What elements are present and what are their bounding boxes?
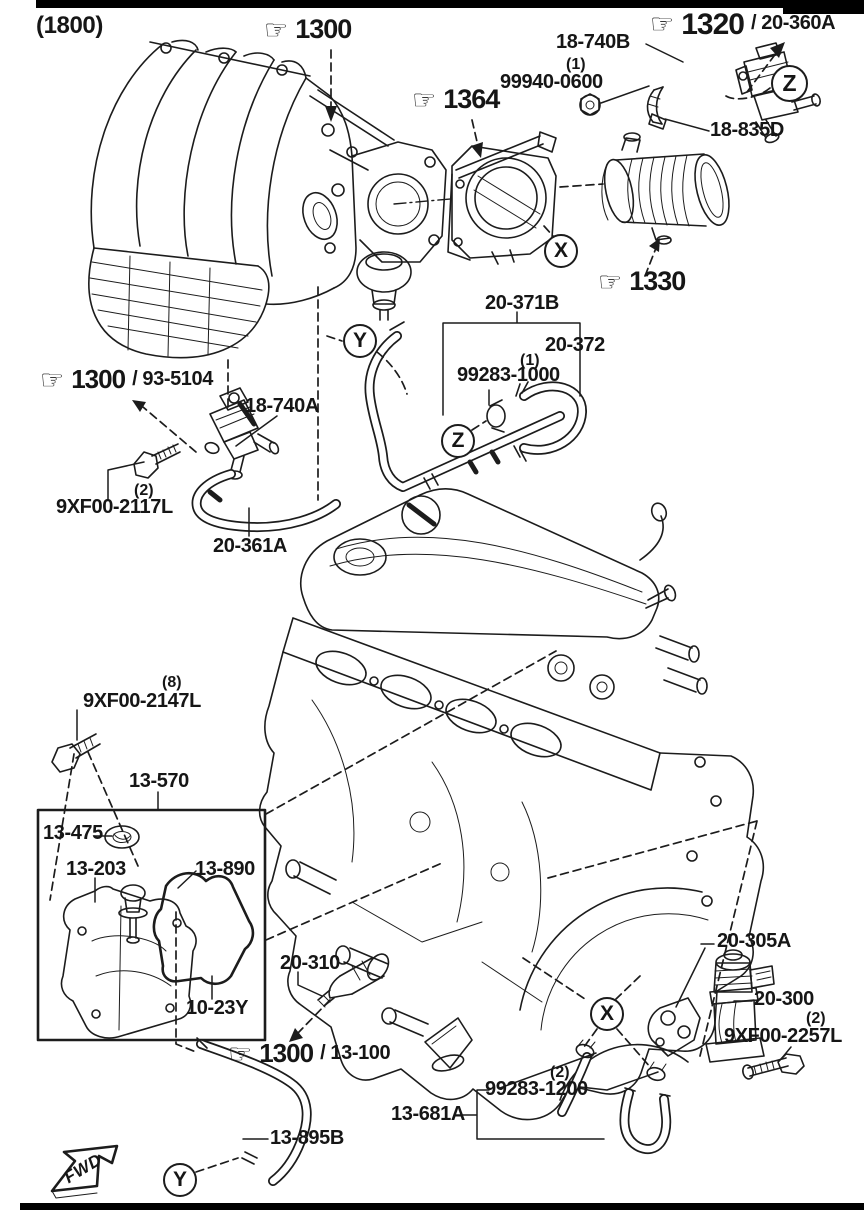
label-13-570: 13-570: [129, 770, 189, 792]
callout-ref: 1330: [629, 266, 686, 296]
label-18-740B: 18-740B: [556, 31, 630, 53]
vacuum-solenoid-18-740A: [204, 387, 280, 480]
scan-artifact-bars: [20, 0, 864, 1210]
label-20-300: 20-300: [754, 988, 814, 1010]
qty-9XF00-2147L: (8): [162, 674, 182, 691]
callout-1330: ☞ 1330: [598, 266, 686, 298]
callout-ref: 1300: [259, 1038, 314, 1068]
label-99283-1200: 99283-1200: [485, 1078, 588, 1100]
hose-20-371B: [364, 321, 565, 492]
hose-20-361A: [191, 469, 341, 533]
valve-cover: [299, 488, 677, 640]
callout-suffix: / 20-360A: [750, 12, 836, 34]
label-13-203: 13-203: [66, 858, 126, 880]
nut-99940-0600: [579, 93, 601, 116]
label-13-890: 13-890: [195, 858, 255, 880]
joint-99283-1000: [486, 399, 506, 465]
label-13-895B: 13-895B: [270, 1127, 344, 1149]
hoses-13-681A: [557, 1039, 672, 1154]
label-20-305A: 20-305A: [717, 930, 791, 952]
label-99940-0600: 99940-0600: [500, 71, 603, 93]
oil-separator-assembly: [36, 808, 267, 1042]
egr-valve-20-300: [705, 949, 775, 1063]
label-20-310: 20-310: [280, 952, 340, 974]
label-13-475: 13-475: [43, 822, 103, 844]
label-9XF00-2117L: 9XF00-2117L: [56, 496, 173, 518]
label-20-361A: 20-361A: [213, 535, 287, 557]
pointing-hand-icon: ☞: [228, 1039, 253, 1069]
leader-lines: [76, 43, 792, 1140]
qty-9XF00-2257L: (2): [806, 1010, 826, 1027]
callout-1364: ☞ 1364: [412, 84, 500, 116]
detail-marker-y-bottom: Y: [163, 1163, 197, 1197]
detail-marker-x-bottom: X: [590, 997, 624, 1031]
detail-marker-y-mid: Y: [343, 324, 377, 358]
label-9XF00-2257L: 9XF00-2257L: [724, 1025, 842, 1047]
hose-13-895B: [196, 1037, 312, 1186]
callout-ref: 1364: [443, 84, 500, 114]
callout-ref: 1300: [71, 364, 126, 394]
label-10-23Y: 10-23Y: [186, 997, 249, 1019]
detail-marker-z-mid: Z: [441, 424, 475, 458]
callout-suffix: / 93-5104: [132, 368, 213, 390]
callout-1300-top: ☞ 1300: [264, 14, 352, 46]
callout-1320: ☞ 1320 / 20-360A: [650, 8, 836, 41]
label-18-835D: 18-835D: [710, 119, 784, 141]
hose-20-372: [513, 381, 587, 462]
detail-marker-x-top: X: [544, 234, 578, 268]
bolt-9XF00-2257L: [742, 1053, 805, 1080]
label-18-740A: 18-740A: [245, 395, 319, 417]
detail-marker-z-top: Z: [771, 65, 808, 102]
label-13-681A: 13-681A: [391, 1103, 465, 1125]
gasket-20-305A: [647, 997, 701, 1057]
pointing-hand-icon: ☞: [264, 15, 289, 45]
hose-clamp-18-835D: [646, 86, 667, 130]
qty-99940-0600: (1): [566, 56, 586, 73]
callout-suffix: / 13-100: [320, 1042, 391, 1064]
fwd-arrow: [50, 1144, 119, 1199]
sensor-20-310: [317, 953, 390, 1008]
pointing-hand-icon: ☞: [598, 267, 623, 297]
engine-block: [258, 617, 765, 1121]
pointing-hand-icon: ☞: [40, 365, 65, 395]
pointing-hand-icon: ☞: [650, 9, 675, 39]
intake-manifold: [88, 39, 357, 359]
bolt-9XF00-2117L: [133, 443, 181, 479]
air-intake-hose: [601, 132, 730, 245]
pointing-hand-icon: ☞: [412, 85, 437, 115]
throttle-body: [447, 131, 557, 265]
dashed-reference-lines: [49, 42, 785, 1173]
callout-ref: 1320: [681, 8, 745, 41]
callout-ref: 1300: [295, 14, 352, 44]
callout-1300-93-5104: ☞ 1300 / 93-5104: [40, 364, 213, 396]
label-9XF00-2147L: 9XF00-2147L: [83, 690, 201, 712]
bolt-9XF00-2147L: [51, 733, 101, 773]
qty-9XF00-2117L: (2): [134, 482, 154, 499]
label-99283-1000: 99283-1000: [457, 364, 560, 386]
engine-code-label: (1800): [36, 12, 103, 39]
throttle-mount-and-regulator: [302, 89, 451, 321]
label-20-372: 20-372: [545, 334, 605, 356]
label-20-371B: 20-371B: [485, 292, 559, 314]
qty-99283-1000: (1): [520, 352, 540, 369]
qty-99283-1200: (2): [550, 1064, 570, 1081]
callout-1300-13-100: ☞ 1300 / 13-100: [228, 1038, 391, 1070]
